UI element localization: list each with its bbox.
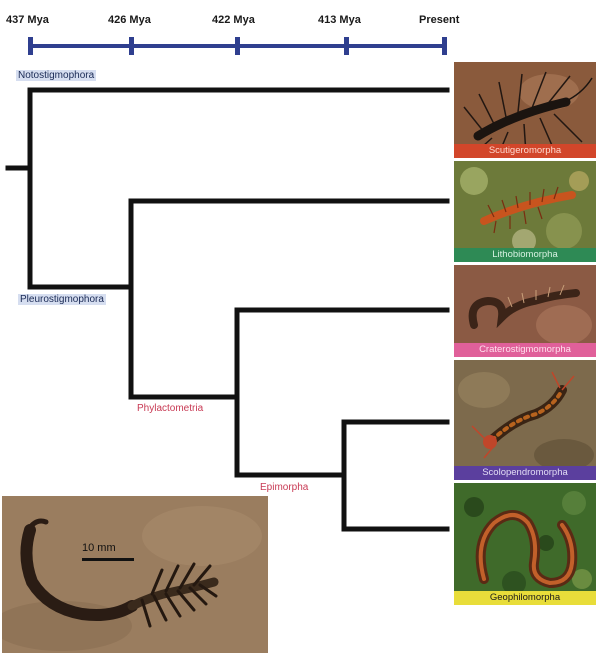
lithobiomorpha-image [454, 161, 596, 262]
photo-scutigeromorpha: Scutigeromorpha [454, 62, 596, 158]
caption-craterostigmomorpha: Craterostigmomorpha [454, 343, 596, 357]
clade-label-notostigmophora: Notostigmophora [16, 70, 96, 81]
fossil-image [2, 496, 268, 653]
caption-scolopendromorpha: Scolopendromorpha [454, 466, 596, 480]
caption-lithobiomorpha: Lithobiomorpha [454, 248, 596, 262]
photo-scolopendromorpha: Scolopendromorpha [454, 360, 596, 480]
photo-craterostigmomorpha: Craterostigmomorpha [454, 265, 596, 357]
scolopendromorpha-image [454, 360, 596, 480]
clade-label-pleurostigmophora: Pleurostigmophora [18, 294, 106, 305]
clade-label-phylactometria: Phylactometria [135, 403, 205, 414]
caption-scutigeromorpha: Scutigeromorpha [454, 144, 596, 158]
photo-lithobiomorpha: Lithobiomorpha [454, 161, 596, 262]
geophilomorpha-image [454, 483, 596, 605]
fossil-photo: 10 mm [2, 496, 268, 653]
photo-geophilomorpha: Geophilomorpha [454, 483, 596, 605]
scale-bar-label: 10 mm [82, 542, 116, 554]
caption-geophilomorpha: Geophilomorpha [454, 591, 596, 605]
clade-label-epimorpha: Epimorpha [258, 482, 310, 493]
scale-bar [82, 558, 134, 561]
